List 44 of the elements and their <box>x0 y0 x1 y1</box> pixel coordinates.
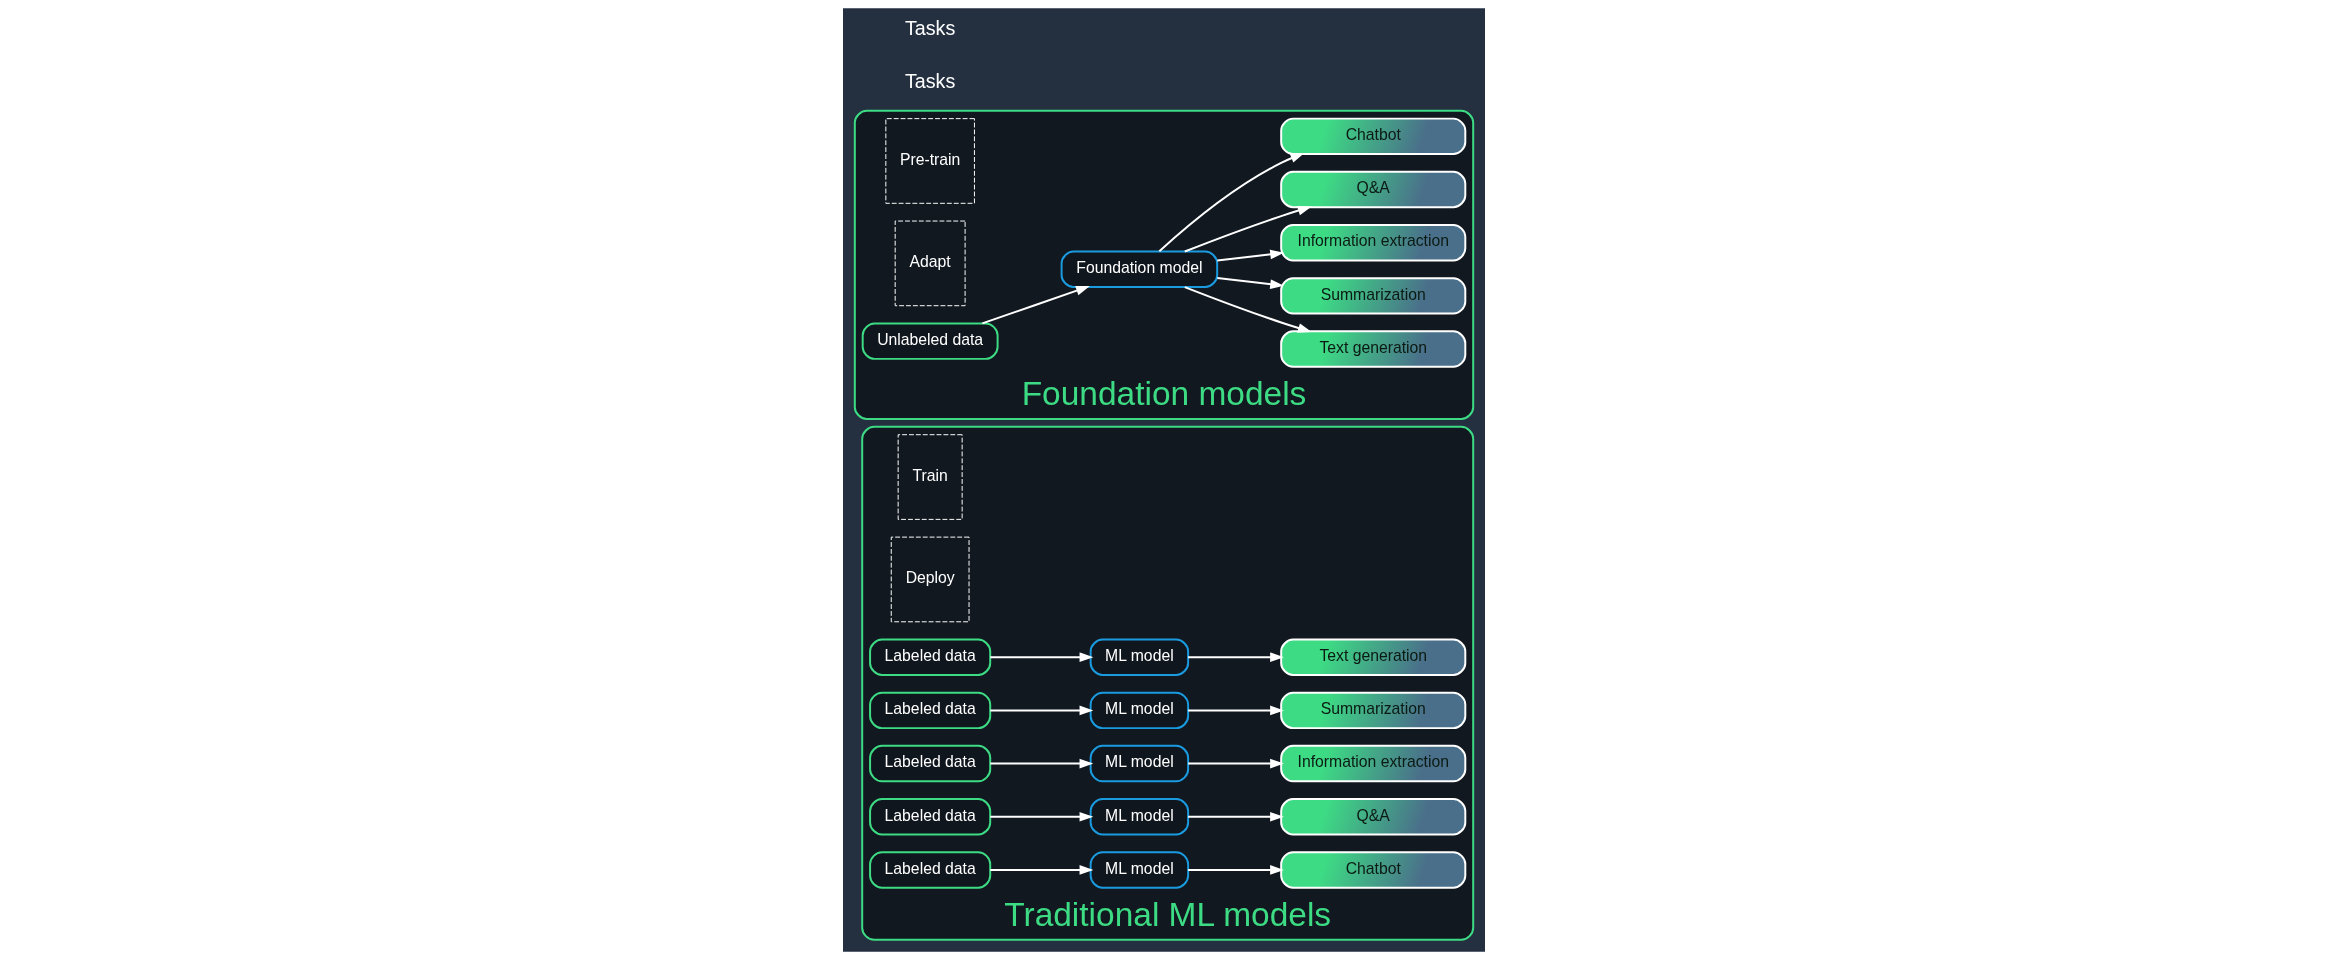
node-box: Deploy <box>890 536 970 623</box>
node-box: ML model <box>1089 851 1190 889</box>
node-box: Information extraction <box>1280 744 1467 783</box>
node-box: ML model <box>1089 798 1190 836</box>
node-box: Chatbot <box>1280 117 1467 156</box>
node-box: Information extraction <box>1280 224 1467 262</box>
node-box: Text generation <box>1280 330 1467 368</box>
arrow <box>989 705 1094 716</box>
node-box: Text generation <box>1280 638 1467 676</box>
node-box: Chatbot <box>1280 851 1467 889</box>
node-box: Q&A <box>1280 798 1467 836</box>
node-box: Labeled data <box>869 798 992 836</box>
node-box: Q&A <box>1280 170 1467 209</box>
node-box: Summarization <box>1280 277 1467 315</box>
node-box: Labeled data <box>869 744 992 783</box>
arrow <box>1158 153 1305 253</box>
node-box: Train <box>897 434 963 520</box>
arrow <box>1187 705 1284 716</box>
node-box: Unlabeled data <box>861 322 999 360</box>
arrow <box>989 652 1094 663</box>
arrow <box>1187 865 1284 875</box>
node-box: Foundation model <box>1060 250 1219 288</box>
node-box: ML model <box>1089 638 1190 676</box>
arrow <box>1183 286 1312 333</box>
arrow <box>1187 652 1284 663</box>
arrow <box>989 758 1094 769</box>
node-box: Adapt <box>894 220 966 307</box>
arrow <box>1183 205 1312 253</box>
arrow <box>989 865 1094 875</box>
node-box: Labeled data <box>869 638 992 676</box>
arrow <box>1187 758 1284 769</box>
arrow <box>1187 811 1284 822</box>
arrow <box>981 286 1090 325</box>
label: Tasks <box>904 70 956 93</box>
node-box: Labeled data <box>869 691 992 730</box>
node-box: Labeled data <box>869 851 992 889</box>
label: Tasks <box>904 16 956 39</box>
arrow <box>1216 249 1285 262</box>
node-box: ML model <box>1089 691 1190 730</box>
node-box: Summarization <box>1280 691 1467 730</box>
node-box: ML model <box>1089 744 1190 783</box>
node-box: Pre-train <box>885 118 975 204</box>
arrow <box>989 811 1094 822</box>
arrow <box>1216 277 1285 289</box>
